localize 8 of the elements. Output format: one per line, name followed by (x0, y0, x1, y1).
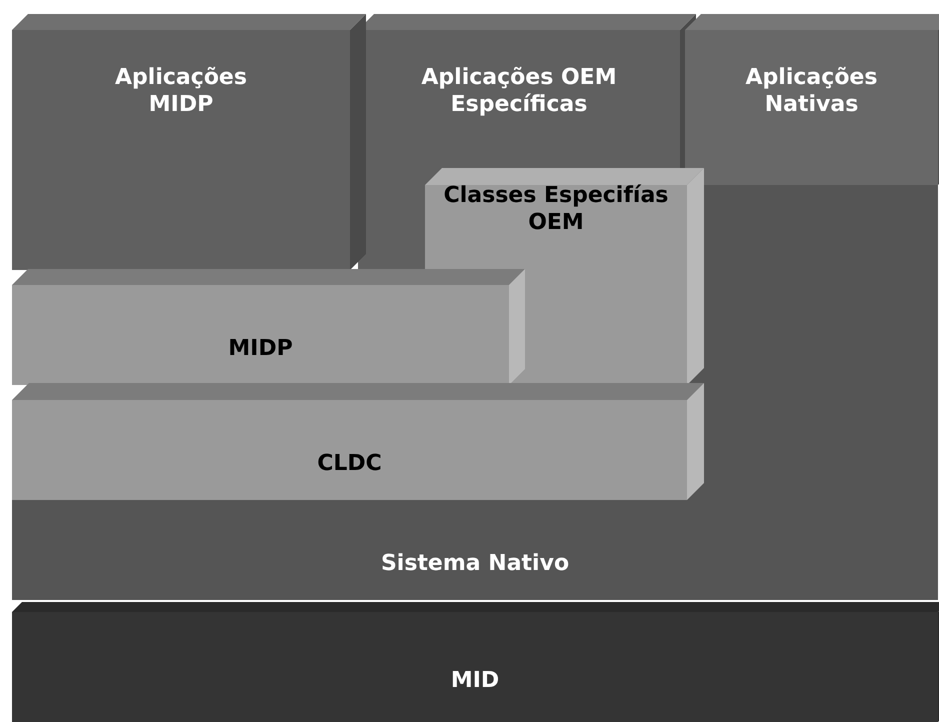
layer-label: Aplicações Nativas (744, 64, 878, 118)
layer-label: MID (450, 667, 500, 694)
layer-label: Aplicações MIDP (114, 64, 248, 118)
layer-label: MIDP (227, 335, 294, 362)
layer-label: CLDC (316, 450, 383, 477)
layer-label: Aplicações OEM Específicas (420, 64, 618, 118)
layer-label: Classes Especifías OEM (442, 182, 670, 236)
layer-label: Sistema Nativo (380, 550, 570, 577)
